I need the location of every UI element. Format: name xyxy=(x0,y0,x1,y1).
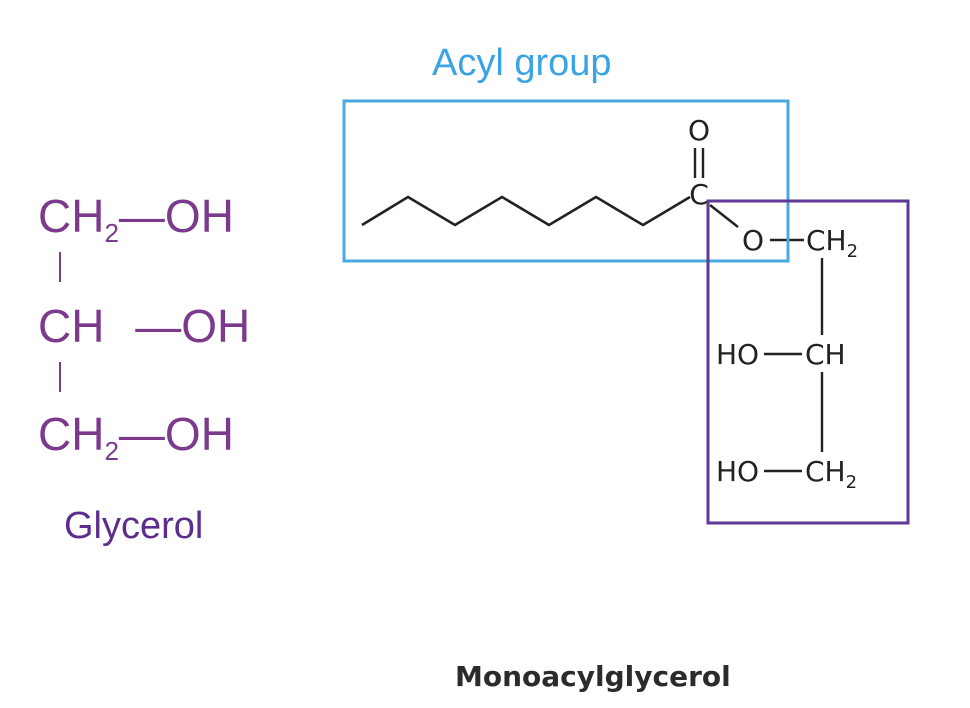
glycerol-sub-1: 2 xyxy=(104,218,119,248)
glycerol-dash-1: — xyxy=(118,190,165,242)
glycerol-row-2: CH —OH xyxy=(38,303,250,349)
glycerol-group-1: CH xyxy=(38,190,105,242)
ho-mid-label: HO xyxy=(716,338,759,371)
acyl-chain-zigzag xyxy=(361,195,691,227)
ch2-top-label: CH2 xyxy=(806,224,858,262)
glycerol-dash-2: — xyxy=(135,300,182,352)
carbonyl-carbon: C xyxy=(689,178,709,211)
ho-bottom-label: HO xyxy=(716,455,759,488)
glycerol-group-3: CH xyxy=(38,408,105,460)
ester-bond xyxy=(709,204,739,228)
glycerol-oh-2: OH xyxy=(181,300,251,352)
ch-mid-label: CH xyxy=(805,338,846,371)
glycerol-oh-1: OH xyxy=(164,190,234,242)
acyl-group-box xyxy=(342,99,790,263)
ch2-bottom-label: CH2 xyxy=(805,455,857,493)
glycerol-row-1: CH2—OH xyxy=(38,190,234,246)
glycerol-bond-2 xyxy=(59,362,61,392)
glycerol-backbone-box xyxy=(706,199,910,525)
glycerol-group-2: CH xyxy=(38,300,105,352)
glycerol-sub-3: 2 xyxy=(104,436,119,466)
acyl-group-caption: Acyl group xyxy=(432,42,612,84)
glycerol-bond-1 xyxy=(59,252,61,282)
ester-oxygen: O xyxy=(742,224,764,257)
carbonyl-oxygen: O xyxy=(688,114,710,147)
glycerol-dash-3: — xyxy=(118,408,165,460)
monoacylglycerol-caption: Monoacylglycerol xyxy=(455,660,731,693)
glycerol-oh-3: OH xyxy=(164,408,234,460)
glycerol-caption: Glycerol xyxy=(64,505,204,547)
glycerol-row-3: CH2—OH xyxy=(38,408,234,464)
